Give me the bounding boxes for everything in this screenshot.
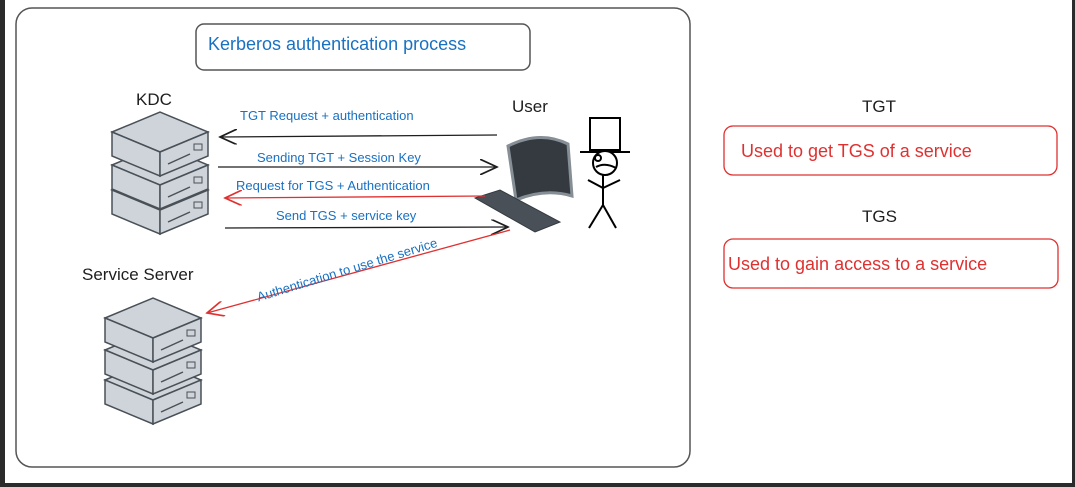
kdc-label: KDC <box>136 90 172 109</box>
legend-desc-tgs: Used to gain access to a service <box>728 254 988 274</box>
service-server-icon <box>104 297 202 425</box>
legend-term-tgt: TGT <box>862 97 896 116</box>
arrow-request-tgs <box>225 196 486 198</box>
arrow-tgt-request <box>220 135 498 137</box>
arrow-label-request-tgs: Request for TGS + Authentication <box>236 178 430 193</box>
tgs-description-box <box>723 238 1059 289</box>
arrow-label-send-tgs: Send TGS + service key <box>276 208 417 223</box>
legend-desc-tgt: Used to get TGS of a service <box>741 141 972 161</box>
user-label: User <box>512 97 548 116</box>
arrow-label-sending-tgt: Sending TGT + Session Key <box>257 150 421 165</box>
computer-icon <box>473 135 574 233</box>
kdc-server-icon <box>111 111 209 235</box>
service-server-label: Service Server <box>82 265 194 284</box>
title-box <box>195 23 531 71</box>
diagram-title: Kerberos authentication process <box>208 34 467 54</box>
arrow-label-tgt-request: TGT Request + authentication <box>240 108 414 123</box>
user-stickman-icon <box>580 117 630 229</box>
tgt-description-box <box>723 125 1058 176</box>
arrow-send-tgs <box>224 227 508 228</box>
legend-term-tgs: TGS <box>862 207 897 226</box>
diagram-container <box>15 7 691 468</box>
arrow-authentication-service <box>207 229 511 313</box>
